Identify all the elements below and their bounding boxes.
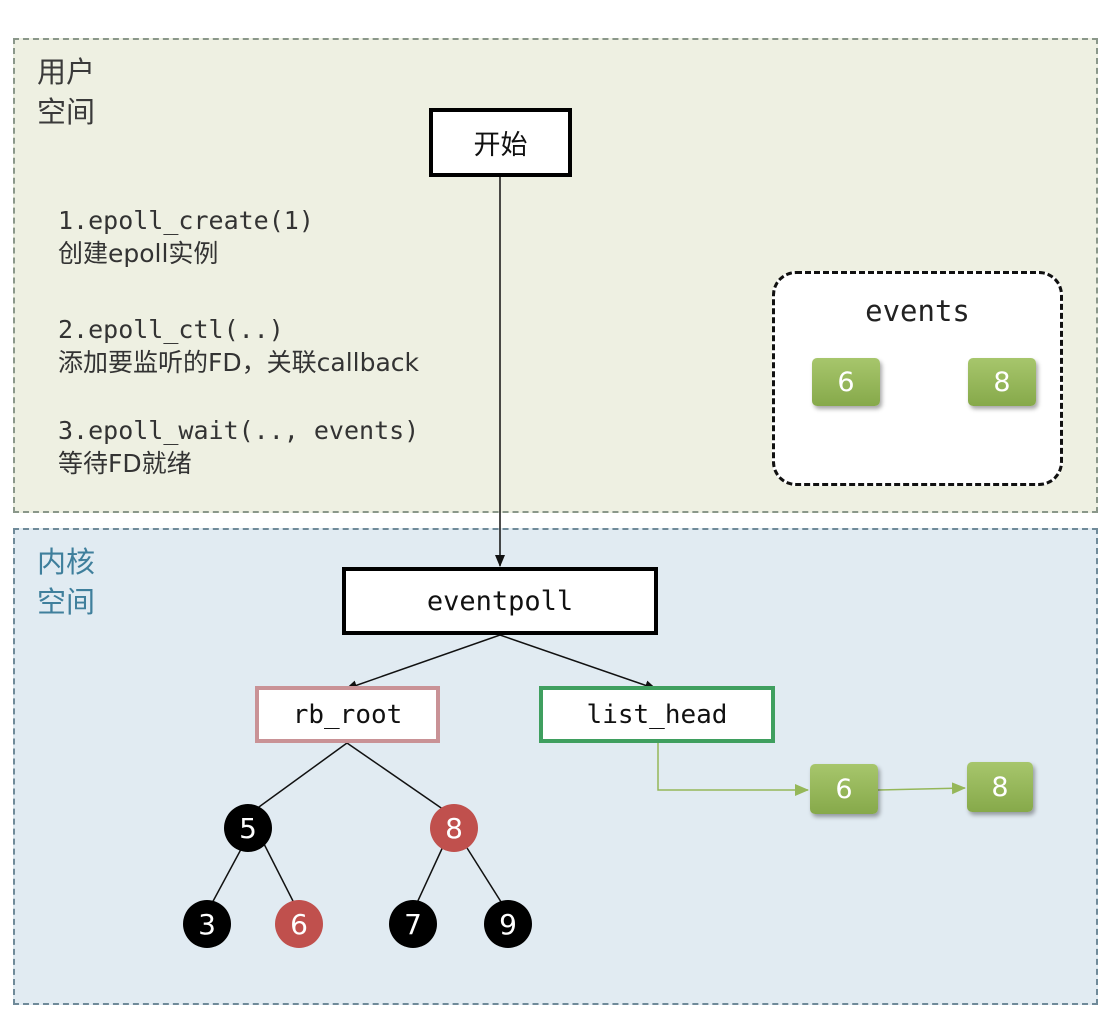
- node8-to-node9-edge: [461, 839, 504, 906]
- list-fd-8: 8: [967, 762, 1033, 812]
- step-epoll-ctl: 2.epoll_ctl(..) 添加要监听的FD，关联callback: [58, 313, 419, 379]
- rb-node-6: 6: [275, 900, 323, 948]
- user-space-label-line2: 空间: [37, 95, 96, 129]
- rb-node-3: 3: [183, 900, 231, 948]
- rb-node-8: 8: [430, 804, 478, 852]
- list-head-label: list_head: [586, 699, 728, 730]
- start-label: 开始: [473, 130, 528, 161]
- step-1-desc: 创建epoll实例: [58, 239, 219, 268]
- eventpoll-to-rbroot-arrow: [345, 634, 501, 691]
- events-panel: events 6 8: [772, 271, 1063, 486]
- step-3-desc: 等待FD就绪: [58, 449, 192, 478]
- eventpoll-label: eventpoll: [426, 585, 574, 617]
- kernel-space-label: 内核 空间: [37, 542, 95, 622]
- step-2-code: 2.epoll_ctl(..): [58, 315, 284, 344]
- eventpoll-to-listhead-arrow: [499, 634, 657, 691]
- events-title: events: [865, 294, 970, 328]
- rb-root-box: rb_root: [255, 686, 440, 743]
- fd6-to-fd8-arrow: [877, 782, 966, 795]
- step-3-code: 3.epoll_wait(.., events): [58, 416, 420, 445]
- node5-to-node6-edge: [261, 839, 296, 906]
- list-fd-6: 6: [810, 764, 878, 814]
- events-fd-8: 8: [968, 358, 1036, 406]
- step-1-code: 1.epoll_create(1): [58, 206, 314, 235]
- rbroot-to-node8-edge: [346, 742, 448, 813]
- rb-node-7: 7: [389, 900, 437, 948]
- rbroot-to-node5-edge: [251, 742, 348, 813]
- start-box: 开始: [429, 108, 572, 177]
- events-fd-6: 6: [812, 358, 880, 406]
- listhead-to-fd6-arrow: [657, 743, 809, 796]
- step-2-desc: 添加要监听的FD，关联callback: [58, 348, 419, 377]
- user-space-label-line1: 用户: [37, 55, 96, 89]
- user-space-label: 用户 空间: [37, 52, 95, 132]
- step-epoll-wait: 3.epoll_wait(.., events) 等待FD就绪: [58, 414, 419, 480]
- list-head-box: list_head: [539, 686, 775, 743]
- kernel-space-label-line2: 空间: [37, 585, 96, 619]
- rb-node-5: 5: [224, 804, 272, 852]
- eventpoll-box: eventpoll: [342, 567, 658, 635]
- step-epoll-create: 1.epoll_create(1) 创建epoll实例: [58, 204, 314, 270]
- node8-to-node7-edge: [415, 839, 447, 906]
- rb-root-label: rb_root: [292, 699, 403, 730]
- kernel-space-label-line1: 内核: [37, 545, 96, 579]
- rb-node-9: 9: [484, 900, 532, 948]
